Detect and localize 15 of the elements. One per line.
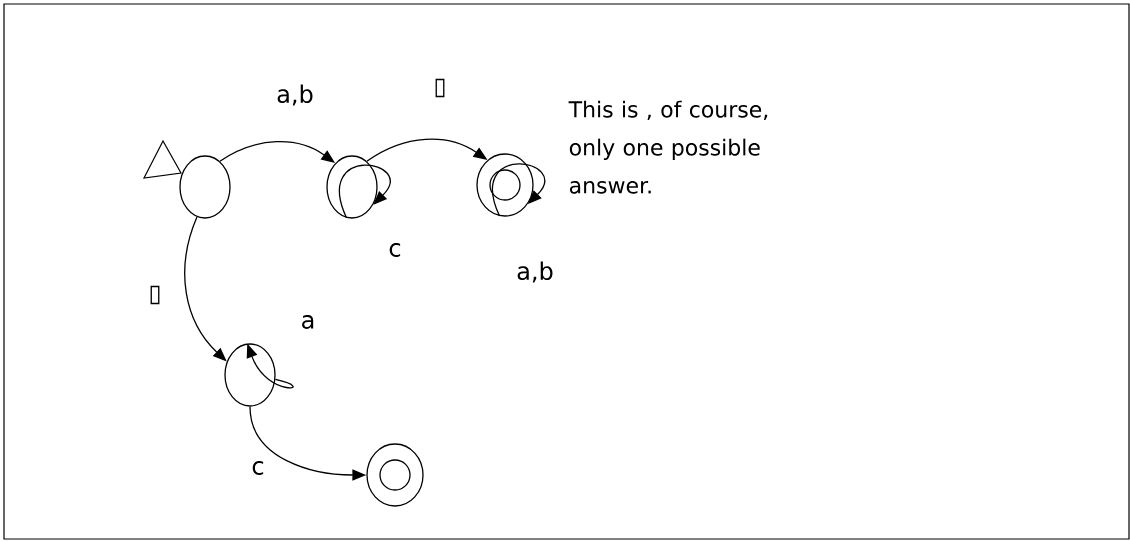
state-circle (326, 155, 378, 219)
loop-arrow (492, 163, 546, 217)
accept-state-circle (476, 153, 534, 217)
loop-arrow (338, 164, 391, 219)
note-text: This is , of course, only one possible answer. (568, 100, 768, 194)
accept-state-circle (366, 443, 424, 507)
edge-label: a,b (277, 84, 313, 106)
edge-label: ▯ (435, 78, 445, 98)
edge-label: c (389, 243, 401, 257)
edge-label: a,b (517, 261, 553, 283)
edge-label: a (302, 315, 314, 329)
edge-label: c (252, 461, 264, 475)
edge-label: ▯ (150, 285, 160, 305)
state-circle (224, 343, 276, 407)
state-circle (179, 155, 231, 219)
